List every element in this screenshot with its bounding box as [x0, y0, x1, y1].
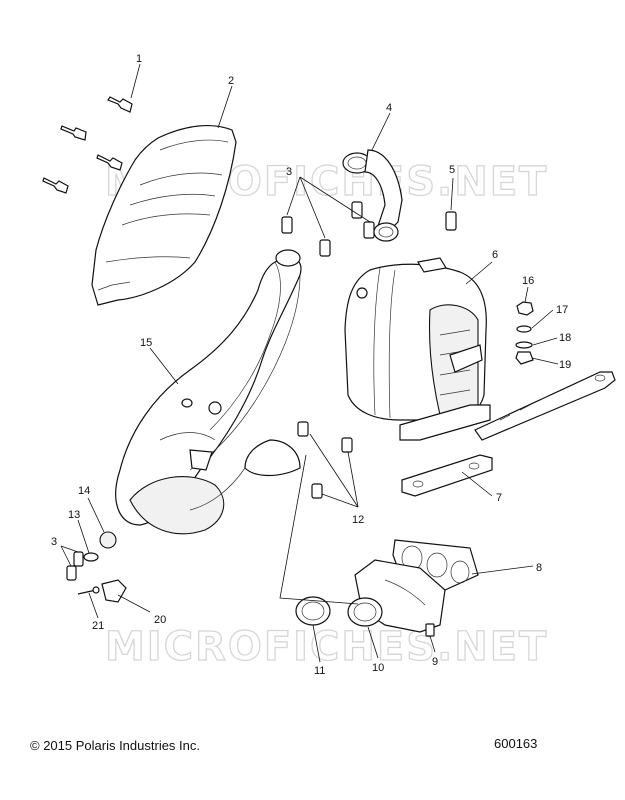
callout-15: 15 — [140, 337, 152, 349]
part-15-expansion-chamber — [115, 249, 302, 535]
callout-20: 20 — [154, 614, 166, 626]
part-6-silencer — [344, 257, 491, 441]
callout-16: 16 — [522, 275, 534, 287]
callout-labels: 1 2 3 3 4 5 6 7 8 9 10 11 12 13 14 15 16… — [51, 53, 571, 677]
part-12-grommets — [297, 421, 353, 499]
callout-17: 17 — [556, 304, 568, 316]
heat-shield-fasteners — [42, 125, 123, 194]
part-4-flex-pipe — [342, 149, 403, 242]
part-3-grommets-upper — [281, 201, 375, 257]
callout-12: 12 — [352, 514, 364, 526]
callout-14: 14 — [78, 485, 90, 497]
part-2-heat-shield — [91, 125, 237, 306]
callout-21: 21 — [92, 620, 104, 632]
callout-18: 18 — [559, 332, 571, 344]
part-5-grommet — [445, 211, 457, 231]
part-11-seal-ring — [295, 596, 331, 626]
callout-9: 9 — [432, 656, 438, 668]
callout-7: 7 — [496, 492, 502, 504]
part-9-bolt — [425, 623, 435, 637]
copyright-notice: © 2015 Polaris Industries Inc. — [30, 738, 200, 753]
lower-left-hardware — [66, 531, 127, 603]
callout-8: 8 — [536, 562, 542, 574]
callout-10: 10 — [372, 662, 384, 674]
callout-4: 4 — [386, 102, 392, 114]
parts-16-19-hardware — [515, 301, 534, 365]
part-1-pin — [107, 96, 133, 113]
callout-13: 13 — [68, 509, 80, 521]
callout-2: 2 — [228, 75, 234, 87]
mount-rod — [474, 371, 616, 441]
callout-3-upper: 3 — [286, 166, 292, 178]
callout-11: 11 — [314, 665, 325, 677]
callout-1: 1 — [136, 53, 142, 65]
callout-3-lower: 3 — [51, 536, 57, 548]
diagram-reference-number: 600163 — [494, 736, 538, 751]
leader-lines — [60, 63, 559, 663]
part-7-bracket-plate — [401, 454, 493, 497]
part-10-manifold — [347, 559, 446, 633]
callout-6: 6 — [492, 249, 498, 261]
callout-19: 19 — [559, 359, 571, 371]
watermark-bottom: MICROFICHES.NET — [105, 624, 548, 670]
callout-5: 5 — [449, 164, 455, 176]
